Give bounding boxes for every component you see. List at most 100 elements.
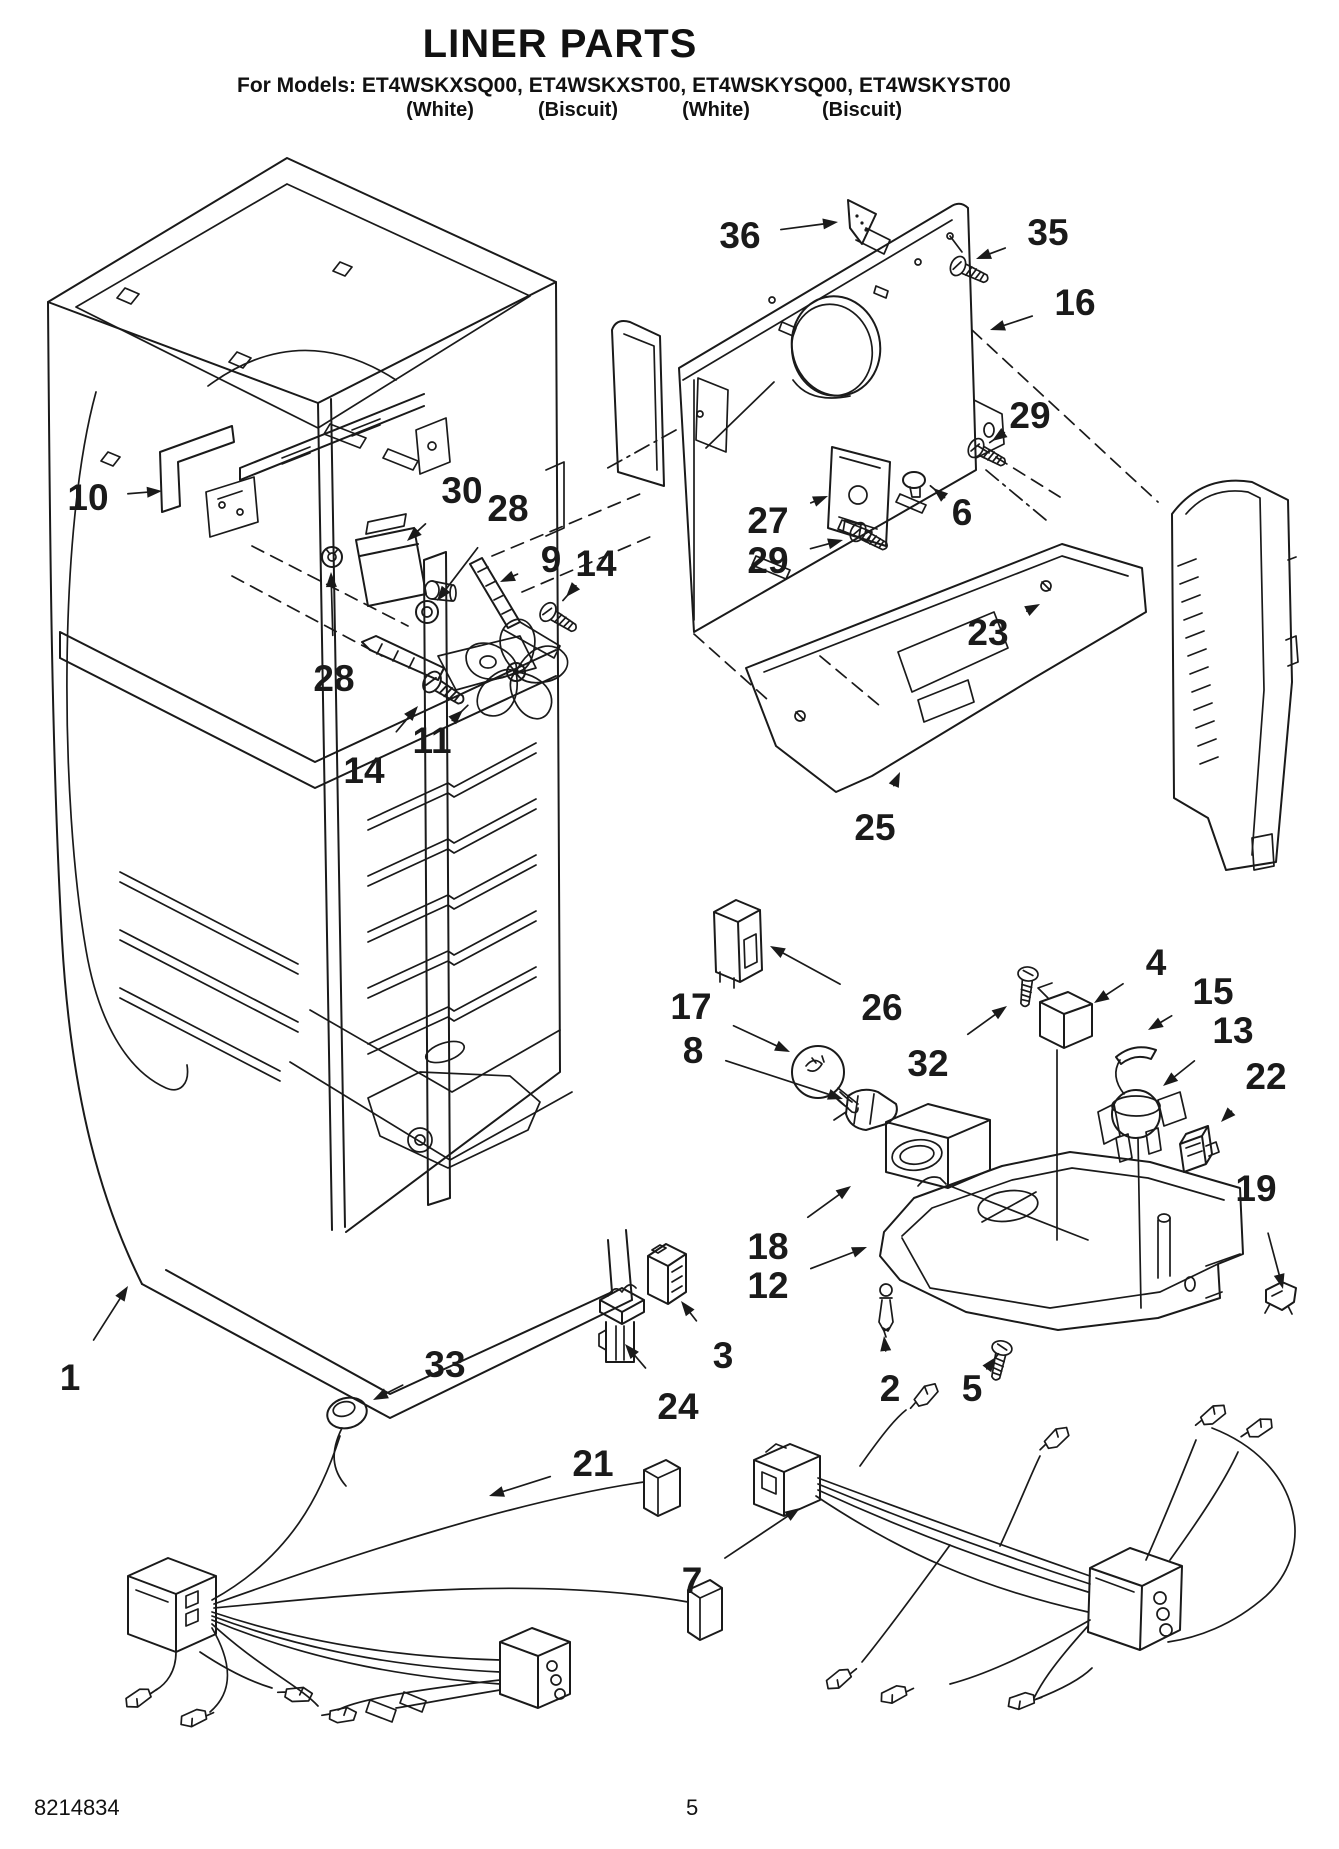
part-4-defrost-thermostat (1037, 982, 1093, 1241)
callout-arrowhead (812, 496, 828, 507)
callout-number: 29 (747, 540, 788, 581)
part-9-ground-strap (361, 635, 537, 691)
callout-arrowhead (784, 1508, 800, 1521)
callout-arrowhead (851, 1247, 867, 1258)
callout-33-33: 33 (373, 1344, 466, 1400)
callout-32-21: 32 (907, 1006, 1007, 1084)
part-25-air-deflector (745, 543, 1147, 793)
callout-number: 32 (907, 1043, 948, 1084)
callout-18-27: 18 (747, 1186, 851, 1267)
callout-number: 30 (441, 470, 482, 511)
part-24-plug-connector (598, 1283, 645, 1363)
callout-number: 7 (682, 1560, 703, 1601)
callout-number: 3 (713, 1335, 734, 1376)
callout-arrowhead (1163, 1072, 1179, 1086)
callout-arrowhead (325, 572, 337, 588)
callout-arrowhead (625, 1344, 639, 1359)
part-8-bulb-socket (833, 1088, 898, 1131)
part-27-adapter-plate (827, 446, 891, 547)
callout-leader-line (1105, 982, 1124, 996)
callout-leader-line (127, 491, 148, 495)
callout-arrowhead (933, 488, 949, 502)
part-23-control-housing (1171, 479, 1299, 871)
callout-17-19: 17 (670, 986, 790, 1052)
callout-leader-line (1160, 1014, 1173, 1024)
part-18-lamp-housing (885, 1103, 1089, 1241)
callout-arrowhead (835, 1186, 851, 1200)
callout-15-23: 15 (1148, 971, 1234, 1030)
callout-leader-line (1173, 1060, 1196, 1078)
callout-29-12: 29 (988, 395, 1051, 444)
callout-number: 1 (60, 1357, 81, 1398)
callout-number: 17 (670, 986, 711, 1027)
callout-arrowhead (770, 946, 786, 959)
page-number: 5 (686, 1795, 699, 1820)
callout-10-1: 10 (67, 477, 162, 518)
callout-arrowhead (880, 1336, 892, 1352)
model-color-label: (White) (682, 99, 750, 121)
callout-leader-line (809, 543, 830, 550)
model-color-label: (Biscuit) (822, 99, 902, 121)
part-16-duct-panel (678, 202, 1005, 633)
callout-3-29: 3 (681, 1301, 733, 1376)
part-5-screw (984, 1338, 1015, 1383)
part-6-plug-button (902, 471, 926, 498)
callout-16-11: 16 (990, 282, 1096, 331)
callout-number: 8 (683, 1030, 704, 1071)
callout-leader-line (330, 586, 334, 637)
callout-arrowhead (146, 486, 162, 498)
part-21-wire-harness-left (121, 1435, 723, 1730)
callout-19-26: 19 (1235, 1168, 1285, 1289)
callout-27-13: 27 (747, 496, 828, 541)
callout-6-14: 6 (929, 484, 972, 533)
part-28-grommets (321, 546, 439, 624)
callout-arrowhead (774, 1040, 790, 1052)
part-11-fan-blade (465, 618, 569, 720)
callout-leader-line (395, 716, 410, 733)
callout-number: 2 (880, 1368, 901, 1409)
part-30-evaporator-motor (355, 513, 457, 607)
callout-number: 18 (747, 1226, 788, 1267)
callout-arrowhead (888, 772, 900, 788)
page-title: LINER PARTS (422, 22, 698, 66)
callout-arrowhead (448, 710, 463, 725)
model-color-label: (White) (406, 99, 474, 121)
callout-leader-line (1267, 1232, 1280, 1276)
callout-leader-line (385, 1384, 404, 1395)
callout-leader-line (502, 1475, 552, 1493)
callout-leader-line (806, 1193, 840, 1219)
part-2-fastener (878, 1283, 894, 1338)
callout-number: 21 (572, 1443, 613, 1484)
callout-number: 4 (1146, 942, 1167, 983)
callout-7-35: 7 (682, 1508, 800, 1601)
callout-number: 28 (313, 658, 354, 699)
callout-arrowhead (991, 1006, 1007, 1020)
callout-leader-line (782, 952, 841, 986)
callout-arrowhead (976, 248, 992, 259)
callout-number: 12 (747, 1265, 788, 1306)
callout-26-18: 26 (770, 946, 903, 1028)
part-10-support-bracket (159, 393, 451, 538)
callout-number: 22 (1245, 1056, 1286, 1097)
spacer-plate (611, 320, 665, 487)
callout-arrowhead (681, 1301, 695, 1317)
callout-arrowhead (1094, 990, 1110, 1003)
part-7-wire-harness-right (753, 1379, 1296, 1712)
callout-number: 14 (343, 750, 385, 791)
callout-28-6: 28 (313, 572, 355, 699)
callout-arrowhead (1024, 604, 1040, 616)
part-22-switch (1179, 1125, 1220, 1173)
callout-14-8: 14 (343, 706, 418, 791)
callout-leader-line (633, 1354, 647, 1369)
callout-arrowhead (115, 1286, 128, 1302)
callout-28-3: 28 (437, 488, 529, 601)
part-36-clip (847, 199, 891, 255)
callout-number: 25 (854, 807, 895, 848)
part-26-relay (713, 899, 763, 989)
callout-number: 5 (962, 1368, 983, 1409)
callout-1-0: 1 (60, 1286, 128, 1398)
callout-5-31: 5 (962, 1352, 1000, 1409)
part-15-clip (1115, 1046, 1157, 1065)
